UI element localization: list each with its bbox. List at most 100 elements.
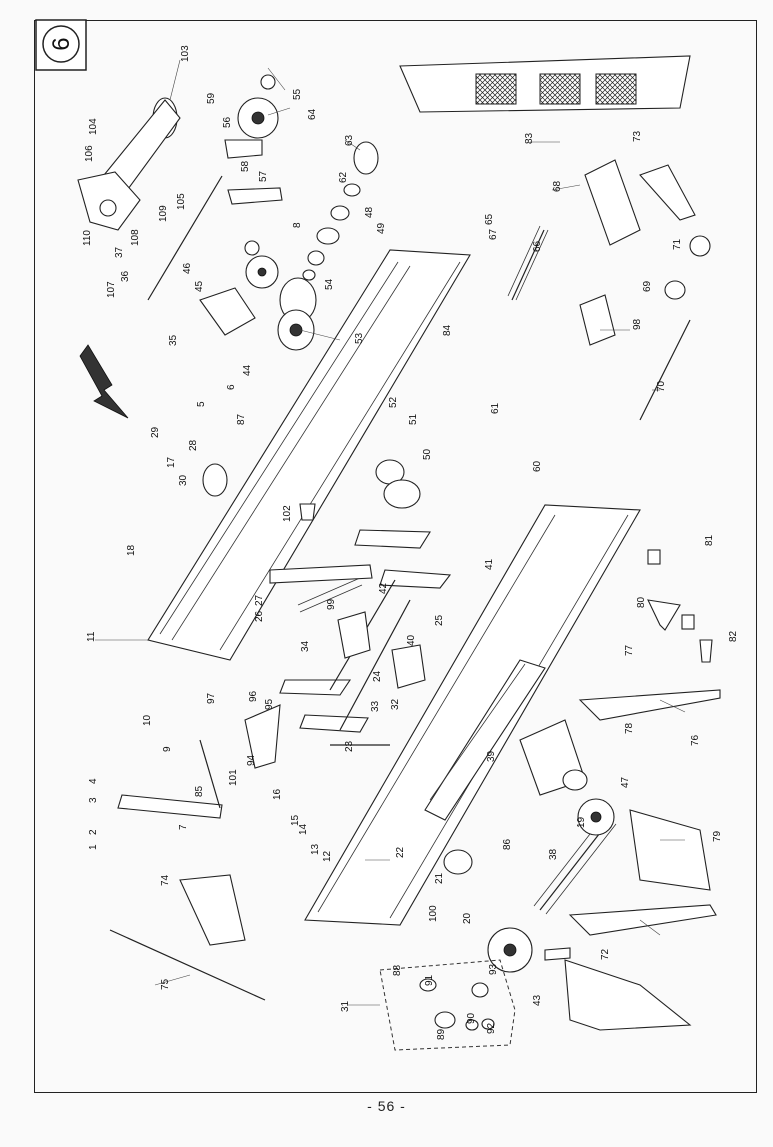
part-label: 46 — [182, 262, 193, 274]
leader-lines — [95, 59, 686, 1006]
block-73 — [639, 164, 696, 221]
part-label: 3 — [88, 797, 99, 803]
part-label: 71 — [672, 238, 683, 250]
part-label: 27 — [254, 594, 265, 606]
part-label: 108 — [130, 229, 141, 246]
part-label: 79 — [712, 830, 723, 842]
part-label: 89 — [436, 1028, 447, 1040]
part-label: 14 — [298, 823, 309, 835]
part-label: 109 — [158, 205, 169, 222]
part-label: 23 — [344, 740, 355, 752]
part-label: 54 — [324, 278, 335, 290]
spring-66 — [511, 229, 545, 301]
part-label: 95 — [264, 698, 275, 710]
bearing-48-mid — [383, 479, 421, 509]
part-label: 52 — [388, 396, 399, 408]
part-label: 37 — [114, 246, 125, 258]
part-label: 53 — [354, 332, 365, 344]
bracket-74 — [179, 874, 246, 946]
bushing-81b — [681, 614, 695, 630]
part-label: 102 — [282, 505, 293, 522]
part-label: 80 — [636, 596, 647, 608]
part-label: 65 — [484, 213, 495, 225]
part-label: 62 — [338, 171, 349, 183]
part-label: 31 — [340, 1000, 351, 1012]
part-label: 40 — [406, 634, 417, 646]
guard-79 — [629, 809, 711, 891]
part-label: 43 — [532, 994, 543, 1006]
part-label: 73 — [632, 130, 643, 142]
part-label: 101 — [228, 769, 239, 786]
sprocket-46 — [244, 240, 279, 289]
part-label: 72 — [600, 948, 611, 960]
nut-71 — [689, 235, 711, 257]
part-label: 16 — [272, 788, 283, 800]
part-label: 35 — [168, 334, 179, 346]
part-label: 5 — [196, 401, 207, 407]
knife-43 — [564, 959, 692, 1031]
part-label: 32 — [390, 698, 401, 710]
part-label: 2 — [88, 829, 99, 835]
part-label: 107 — [106, 281, 117, 298]
part-label: 11 — [86, 631, 97, 642]
section-number: 6 — [48, 37, 75, 50]
part-label: 28 — [188, 439, 199, 451]
part-label: 21 — [434, 872, 445, 884]
part-label: 55 — [292, 88, 303, 100]
middle-channel-86 — [424, 659, 546, 821]
part-label: 66 — [532, 240, 543, 252]
wheel-30 — [202, 463, 228, 497]
bracket-94 — [244, 704, 281, 769]
shaft-36 — [147, 175, 223, 301]
part-label: 90 — [466, 1012, 477, 1024]
part-label: 18 — [126, 544, 137, 556]
cover-plate-45 — [199, 287, 256, 336]
part-label: 26 — [254, 610, 265, 622]
nut-55-top — [260, 74, 276, 90]
part-label: 99 — [326, 598, 337, 610]
part-label: 6 — [226, 384, 237, 390]
part-label: 49 — [376, 222, 387, 234]
part-label: 98 — [632, 318, 643, 330]
part-label: 48 — [364, 206, 375, 218]
part-label: 17 — [166, 456, 177, 468]
chain-link-57 — [227, 187, 283, 205]
plate-34 — [337, 611, 371, 659]
part-label: 103 — [180, 45, 191, 62]
part-label: 97 — [206, 692, 217, 704]
bracket-72 — [544, 947, 571, 961]
part-label: 34 — [300, 640, 311, 652]
part-label: 38 — [548, 848, 559, 860]
part-label: 47 — [620, 776, 631, 788]
part-label: 105 — [176, 193, 187, 210]
part-label: 100 — [428, 905, 439, 922]
rod-75 — [109, 929, 266, 1001]
lever-76-lower — [568, 904, 717, 936]
part-label: 83 — [524, 132, 535, 144]
part-label: 50 — [422, 448, 433, 460]
section-badge: 6 — [35, 19, 87, 71]
part-label: 64 — [307, 108, 318, 120]
part-label: 69 — [642, 280, 653, 292]
part-label: 81 — [704, 534, 715, 546]
part-label: 8 — [292, 222, 303, 228]
part-label: 39 — [486, 750, 497, 762]
part-label: 22 — [395, 846, 406, 858]
hub-22-right — [562, 769, 588, 791]
part-label: 75 — [160, 978, 171, 990]
part-label: 74 — [160, 874, 171, 886]
page-number: - 56 - — [367, 1098, 406, 1114]
part-label: 58 — [240, 160, 251, 172]
lever-76-upper — [578, 689, 721, 721]
bushing-69 — [664, 280, 686, 300]
bracket-68 — [584, 159, 641, 246]
part-number-labels: 1 2 3 4 5 6 7 8 9 10 11 12 13 14 15 16 1… — [82, 45, 739, 1040]
part-label: 87 — [236, 413, 247, 425]
bolt-82 — [699, 639, 713, 663]
part-label: 92 — [486, 1022, 497, 1034]
part-label: 10 — [142, 714, 153, 726]
hub-22-lower — [443, 849, 473, 875]
part-label: 59 — [206, 92, 217, 104]
bolt-70-small — [299, 503, 316, 521]
part-label: 33 — [370, 700, 381, 712]
